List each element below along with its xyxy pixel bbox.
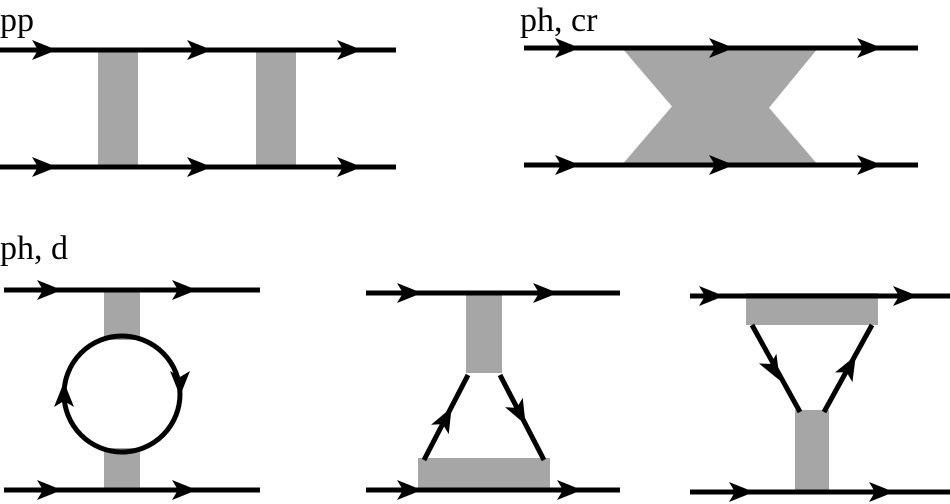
interaction-vertex (418, 458, 550, 492)
panel-label-ph-d: ph, d (0, 230, 68, 267)
arrow-icon (431, 402, 461, 435)
diagram-vertex-triangle-down (690, 286, 950, 502)
diagram-vertex-triangle-up (366, 283, 620, 500)
arrow-icon (834, 350, 865, 383)
fermion-loop (61, 333, 183, 455)
interaction-vertex (256, 50, 296, 167)
interaction-vertex (795, 410, 829, 494)
diagram-ph-cr (524, 38, 918, 175)
panel-label-pp: pp (0, 2, 34, 39)
arrow-icon (170, 371, 190, 396)
panel-label-ph-cr: ph, cr (520, 2, 598, 39)
interaction-vertex (104, 448, 140, 490)
diagram-pp (0, 40, 396, 177)
interaction-vertex (466, 293, 502, 373)
diagram-ph-d-bubble (4, 280, 260, 500)
interaction-vertex (98, 50, 138, 167)
arrow-icon (505, 397, 535, 430)
interaction-vertex (104, 290, 140, 340)
